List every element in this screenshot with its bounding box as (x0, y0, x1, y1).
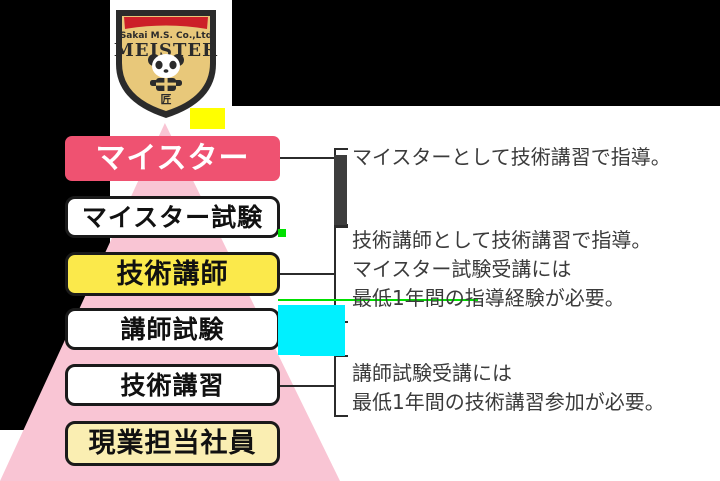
description-tech-course: 講師試験受講には 最低1年間の技術講習参加が必要。 (352, 359, 665, 417)
level-box-teacher-exam[interactable]: 講師試験 (65, 308, 280, 350)
description-meister-line-1: マイスターとして技術講習で指導。 (352, 145, 671, 169)
connector-bracket-cap-bottom-1 (334, 224, 348, 226)
crest-takumi-kanji: 匠 (161, 92, 172, 106)
connector-bracket-cap-bottom-3 (334, 415, 348, 417)
description-tech-course-line-1: 講師試験受講には (352, 361, 512, 385)
compression-artifact-green-line (278, 299, 478, 301)
compression-artifact-cyan-2 (300, 330, 345, 356)
connector-bracket-tech-teacher (334, 227, 336, 323)
description-tech-teacher: 技術講師として技術講習で指導。 マイスター試験受講には 最低1年間の指導経験が必… (352, 226, 651, 313)
level-box-tech-teacher[interactable]: 技術講師 (65, 252, 280, 296)
level-box-tech-course[interactable]: 技術講習 (65, 364, 280, 406)
connector-line-tech-teacher (280, 273, 336, 275)
level-label-meister-exam: マイスター試験 (81, 202, 264, 232)
connector-bracket-cap-top-3 (334, 355, 348, 357)
compression-artifact-green-square (278, 229, 286, 237)
description-tech-teacher-line-3: 最低1年間の指導経験が必要。 (352, 286, 625, 310)
level-label-tech-teacher: 技術講師 (116, 258, 229, 290)
description-tech-teacher-line-2: マイスター試験受講には (352, 257, 572, 281)
crest-panda-mascot (148, 54, 184, 91)
description-tech-course-line-2: 最低1年間の技術講習参加が必要。 (352, 390, 665, 414)
crest-red-banner (124, 17, 208, 29)
crest-company-text: Sakai M.S. Co.,Ltd (120, 31, 212, 41)
level-label-meister: マイスター (95, 140, 250, 176)
connector-bracket-cap-top-2 (334, 226, 348, 228)
connector-line-tech-course (280, 385, 336, 387)
description-tech-teacher-line-1: 技術講師として技術講習で指導。 (352, 228, 652, 252)
level-box-meister[interactable]: マイスター (65, 136, 280, 181)
description-meister: マイスターとして技術講習で指導。 (352, 143, 671, 172)
crest-meister-text: MEISTER (114, 40, 218, 61)
level-label-teacher-exam: 講師試験 (120, 314, 225, 344)
level-box-staff[interactable]: 現業担当社員 (65, 421, 280, 466)
connector-bracket-cap-top-1 (334, 148, 348, 150)
meister-crest-logo: Sakai M.S. Co.,Ltd MEISTER 匠 (106, 2, 226, 122)
connector-line-meister (280, 157, 336, 159)
connector-bracket-tech-course (334, 355, 336, 417)
compression-artifact-yellow (190, 108, 225, 129)
compression-artifact-dark (334, 155, 347, 225)
level-label-staff: 現業担当社員 (88, 428, 257, 459)
level-label-tech-course: 技術講習 (120, 370, 225, 400)
background-matte-top-right (232, 0, 720, 106)
level-box-meister-exam[interactable]: マイスター試験 (65, 196, 280, 238)
